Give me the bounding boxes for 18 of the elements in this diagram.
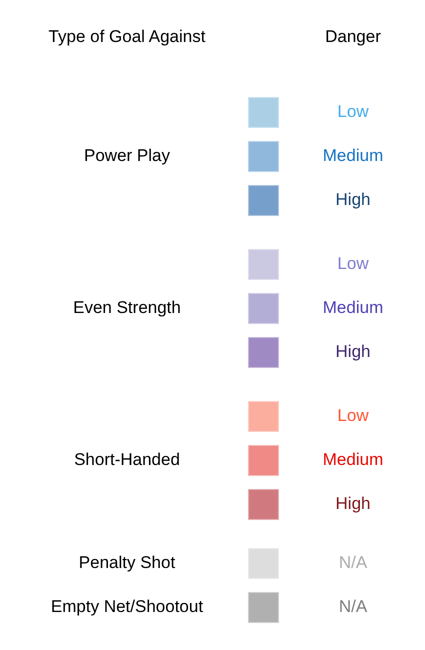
category-label: Power Play [84, 146, 170, 166]
legend-label: High [336, 190, 370, 210]
category-label: Empty Net/Shootout [50, 597, 204, 617]
legend-label: High [336, 342, 370, 362]
legend-label: N/A [338, 597, 368, 617]
column-header: Danger [325, 27, 381, 47]
category-label: Even Strength [73, 298, 181, 318]
legend-label: N/A [338, 553, 368, 573]
legend-label: Low [337, 102, 369, 122]
legend-label: Medium [322, 450, 384, 470]
category-label: Penalty Shot [78, 553, 176, 573]
legend-label: Medium [322, 146, 384, 166]
legend-label: High [336, 494, 370, 514]
category-label: Short-Handed [74, 450, 180, 470]
legend-label: Low [337, 406, 369, 426]
column-header: Type of Goal Against [48, 27, 206, 47]
legend-label: Low [337, 254, 369, 274]
legend-label: Medium [322, 298, 384, 318]
